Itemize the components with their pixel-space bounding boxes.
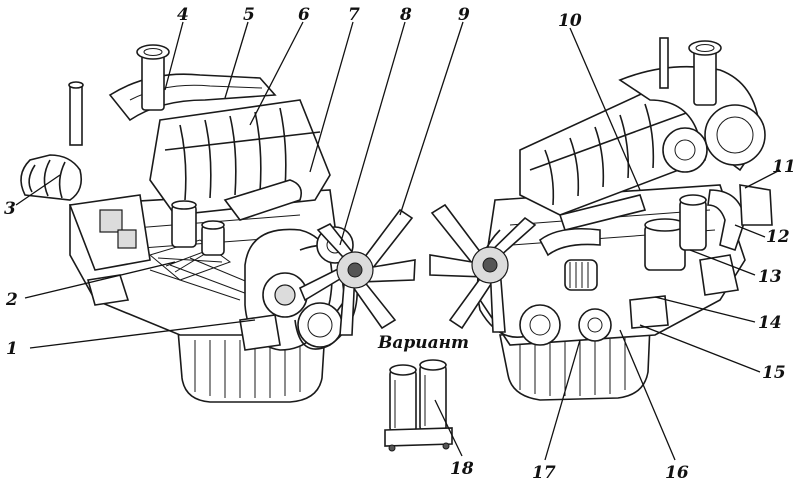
right-fuel-filter xyxy=(679,199,707,251)
callout-1: 1 xyxy=(6,339,18,359)
callout-3: 3 xyxy=(4,199,16,219)
callout-15: 15 xyxy=(762,363,786,383)
left-crank-pulley xyxy=(297,302,343,348)
callout-12: 12 xyxy=(766,227,790,247)
variant-filter xyxy=(384,359,453,452)
callout-8: 8 xyxy=(399,5,412,25)
right-air-intake-pipe xyxy=(693,49,717,106)
right-engine-view xyxy=(429,37,773,401)
right-fan xyxy=(429,203,537,333)
callout-numbers: 1 2 3 4 5 6 7 8 9 10 11 12 13 14 15 16 1… xyxy=(4,5,796,483)
left-fan xyxy=(298,208,416,336)
callout-17: 17 xyxy=(532,463,556,483)
callout-18: 18 xyxy=(450,459,474,479)
left-engine-view xyxy=(20,44,416,403)
left-air-intake-pipe xyxy=(141,54,165,111)
leader-lines xyxy=(15,21,781,461)
callout-16: 16 xyxy=(665,463,689,483)
callout-6: 6 xyxy=(298,5,310,25)
callout-9: 9 xyxy=(458,5,470,25)
callout-2: 2 xyxy=(5,290,18,310)
right-crank-pulley xyxy=(519,304,561,346)
callout-10: 10 xyxy=(558,11,582,31)
right-turbocharger xyxy=(704,104,766,166)
left-turbocharger xyxy=(20,154,83,201)
right-alternator xyxy=(662,127,708,173)
left-fuel-filter xyxy=(171,204,197,248)
callout-14: 14 xyxy=(758,313,782,333)
callout-4: 4 xyxy=(177,5,189,25)
left-dipstick-tube xyxy=(69,84,83,146)
callout-11: 11 xyxy=(772,157,796,177)
right-starter xyxy=(564,259,598,291)
callout-7: 7 xyxy=(348,5,360,25)
callout-5: 5 xyxy=(243,5,255,25)
callout-13: 13 xyxy=(758,267,782,287)
variant-label: Вариант xyxy=(377,333,469,353)
